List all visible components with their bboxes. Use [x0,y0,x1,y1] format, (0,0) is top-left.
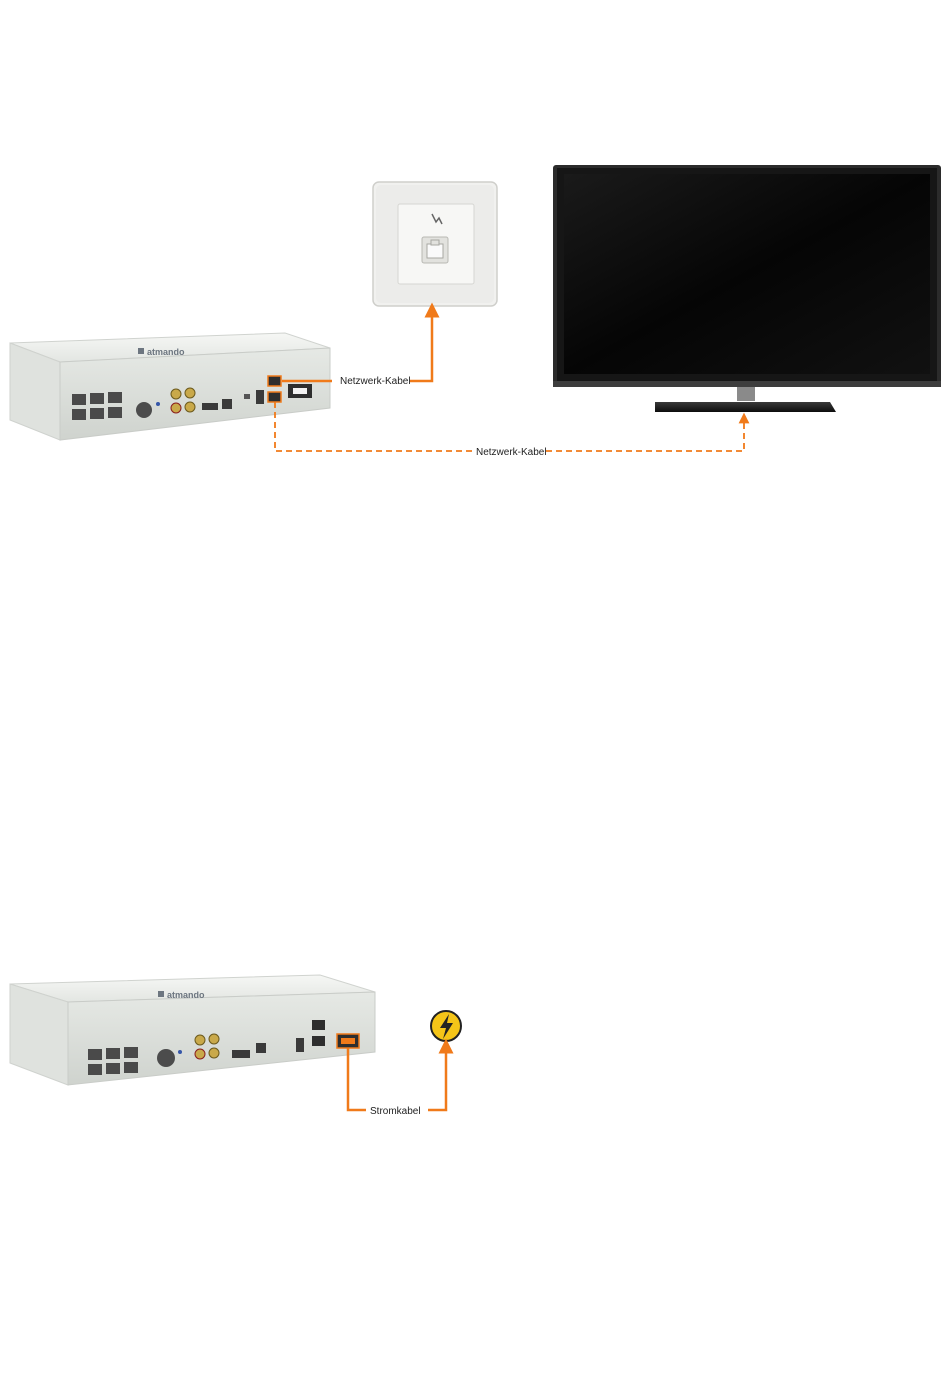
power-cable-label: Stromkabel [370,1106,421,1117]
power-cable [348,1046,446,1110]
media-box-top: atmando [10,333,330,440]
ethernet-port-icon [422,237,448,263]
device-brand-logo: atmando [167,990,205,1000]
tv-set [553,165,941,412]
wall-ethernet-socket [373,182,497,306]
lightning-icon [431,1011,461,1041]
device-brand-logo: atmando [147,347,185,357]
media-box-bottom: atmando [10,975,375,1085]
cable-tv-label: Netzwerk-Kabel [476,447,547,458]
cable-wall-label: Netzwerk-Kabel [340,376,411,387]
